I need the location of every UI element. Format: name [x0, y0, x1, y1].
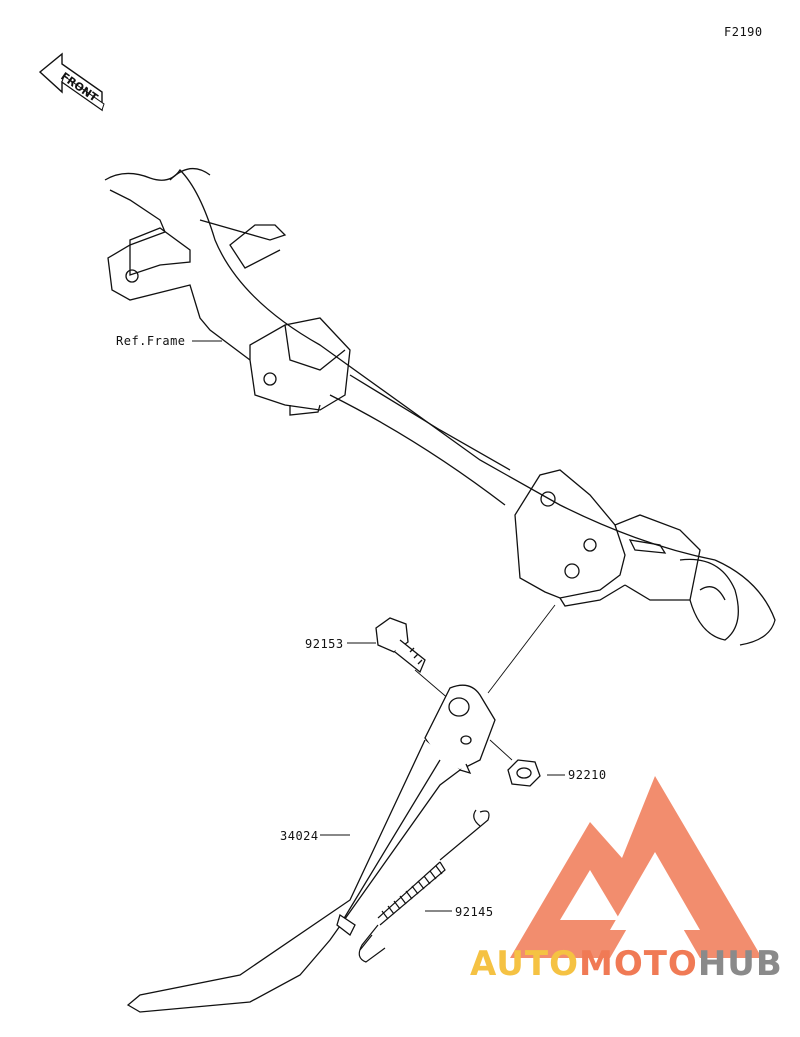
- label-stand: 34024: [280, 829, 319, 843]
- leader-lines: [192, 340, 565, 912]
- figure-code: F2190: [724, 25, 763, 39]
- watermark-part-hub: HUB: [697, 944, 783, 984]
- label-bolt: 92153: [305, 637, 344, 651]
- nut-part: [507, 759, 541, 787]
- label-spring: 92145: [455, 905, 494, 919]
- watermark-part-moto: MOTO: [578, 944, 698, 984]
- watermark-part-auto: AUTO: [470, 944, 579, 984]
- label-ref-frame: Ref.Frame: [116, 334, 186, 348]
- watermark-text: AUTOMOTOHUB: [470, 944, 783, 984]
- spring-part: [358, 809, 490, 963]
- watermark-logo-icon: [510, 776, 762, 958]
- bolt-part: [375, 617, 426, 674]
- side-stand-part: [126, 684, 496, 1013]
- label-nut: 92210: [568, 768, 607, 782]
- front-arrow-icon: FRONT: [38, 52, 105, 112]
- frame-outline: [104, 168, 776, 646]
